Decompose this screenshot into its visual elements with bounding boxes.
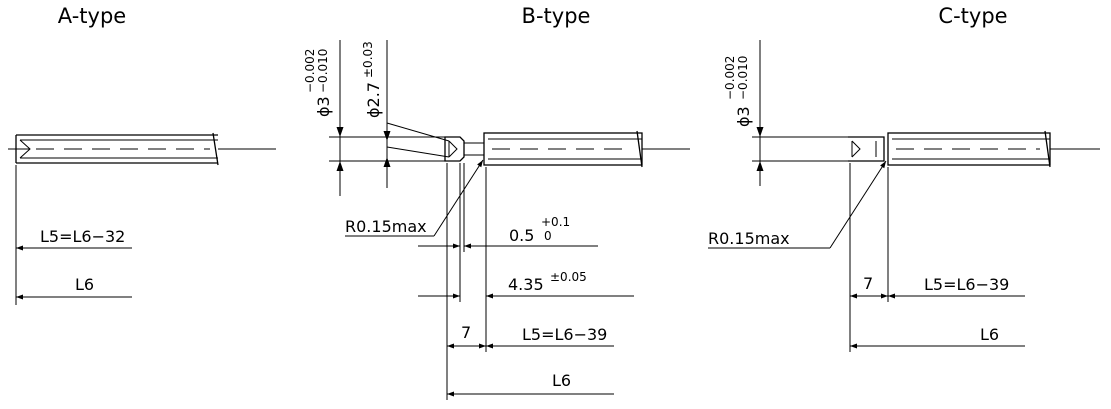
b-type-drawing: B-type ϕ3 −0.002 −0.010 <box>303 4 690 400</box>
c-type-dia3-tol-upper: −0.002 <box>723 56 737 100</box>
b-type-l6-label: L6 <box>552 371 571 390</box>
b-type-shaft <box>329 130 690 168</box>
b-type-groove-tol-upper: +0.1 <box>541 215 570 229</box>
b-type-groove-tol-lower: 0 <box>544 229 552 243</box>
c-type-radius-label: R0.15max <box>708 229 790 248</box>
c-type-dia3-tol-lower: −0.010 <box>736 56 750 100</box>
c-type-seven-label: 7 <box>863 274 873 293</box>
b-type-dia27-tol: ±0.03 <box>361 41 375 78</box>
a-type-shaft <box>8 132 276 166</box>
c-type-l6-label: L6 <box>980 325 999 344</box>
b-type-groove-label: 0.5 <box>509 226 534 245</box>
b-type-radius-label: R0.15max <box>345 217 427 236</box>
c-type-drawing: C-type ϕ3 −0.002 −0.010 <box>708 4 1100 352</box>
a-type-title: A-type <box>58 4 126 28</box>
a-type-l6-label: L6 <box>75 275 94 294</box>
b-type-dia3-tol-upper: −0.002 <box>303 49 317 93</box>
b-type-dia3-tol-lower: −0.010 <box>316 49 330 93</box>
a-type-l5-label: L5=L6−32 <box>40 227 125 246</box>
b-type-435-tol: ±0.05 <box>550 270 587 284</box>
c-type-title: C-type <box>938 4 1007 28</box>
b-type-435-label: 4.35 <box>508 275 544 294</box>
c-type-dia3-label: ϕ3 <box>734 106 753 127</box>
b-type-dia27-label: ϕ2.7 <box>364 82 383 118</box>
b-type-l5-label: L5=L6−39 <box>522 325 607 344</box>
c-type-shaft <box>752 130 1100 168</box>
b-type-seven-label: 7 <box>461 323 471 342</box>
b-type-title: B-type <box>522 4 591 28</box>
b-type-dia3-label: ϕ3 <box>314 96 333 117</box>
b-type-radius-leader <box>433 159 484 237</box>
c-type-radius-leader <box>829 160 887 249</box>
c-type-l5-label: L5=L6−39 <box>924 275 1009 294</box>
a-type-drawing: A-type L5=L6−32 L6 <box>8 4 276 305</box>
